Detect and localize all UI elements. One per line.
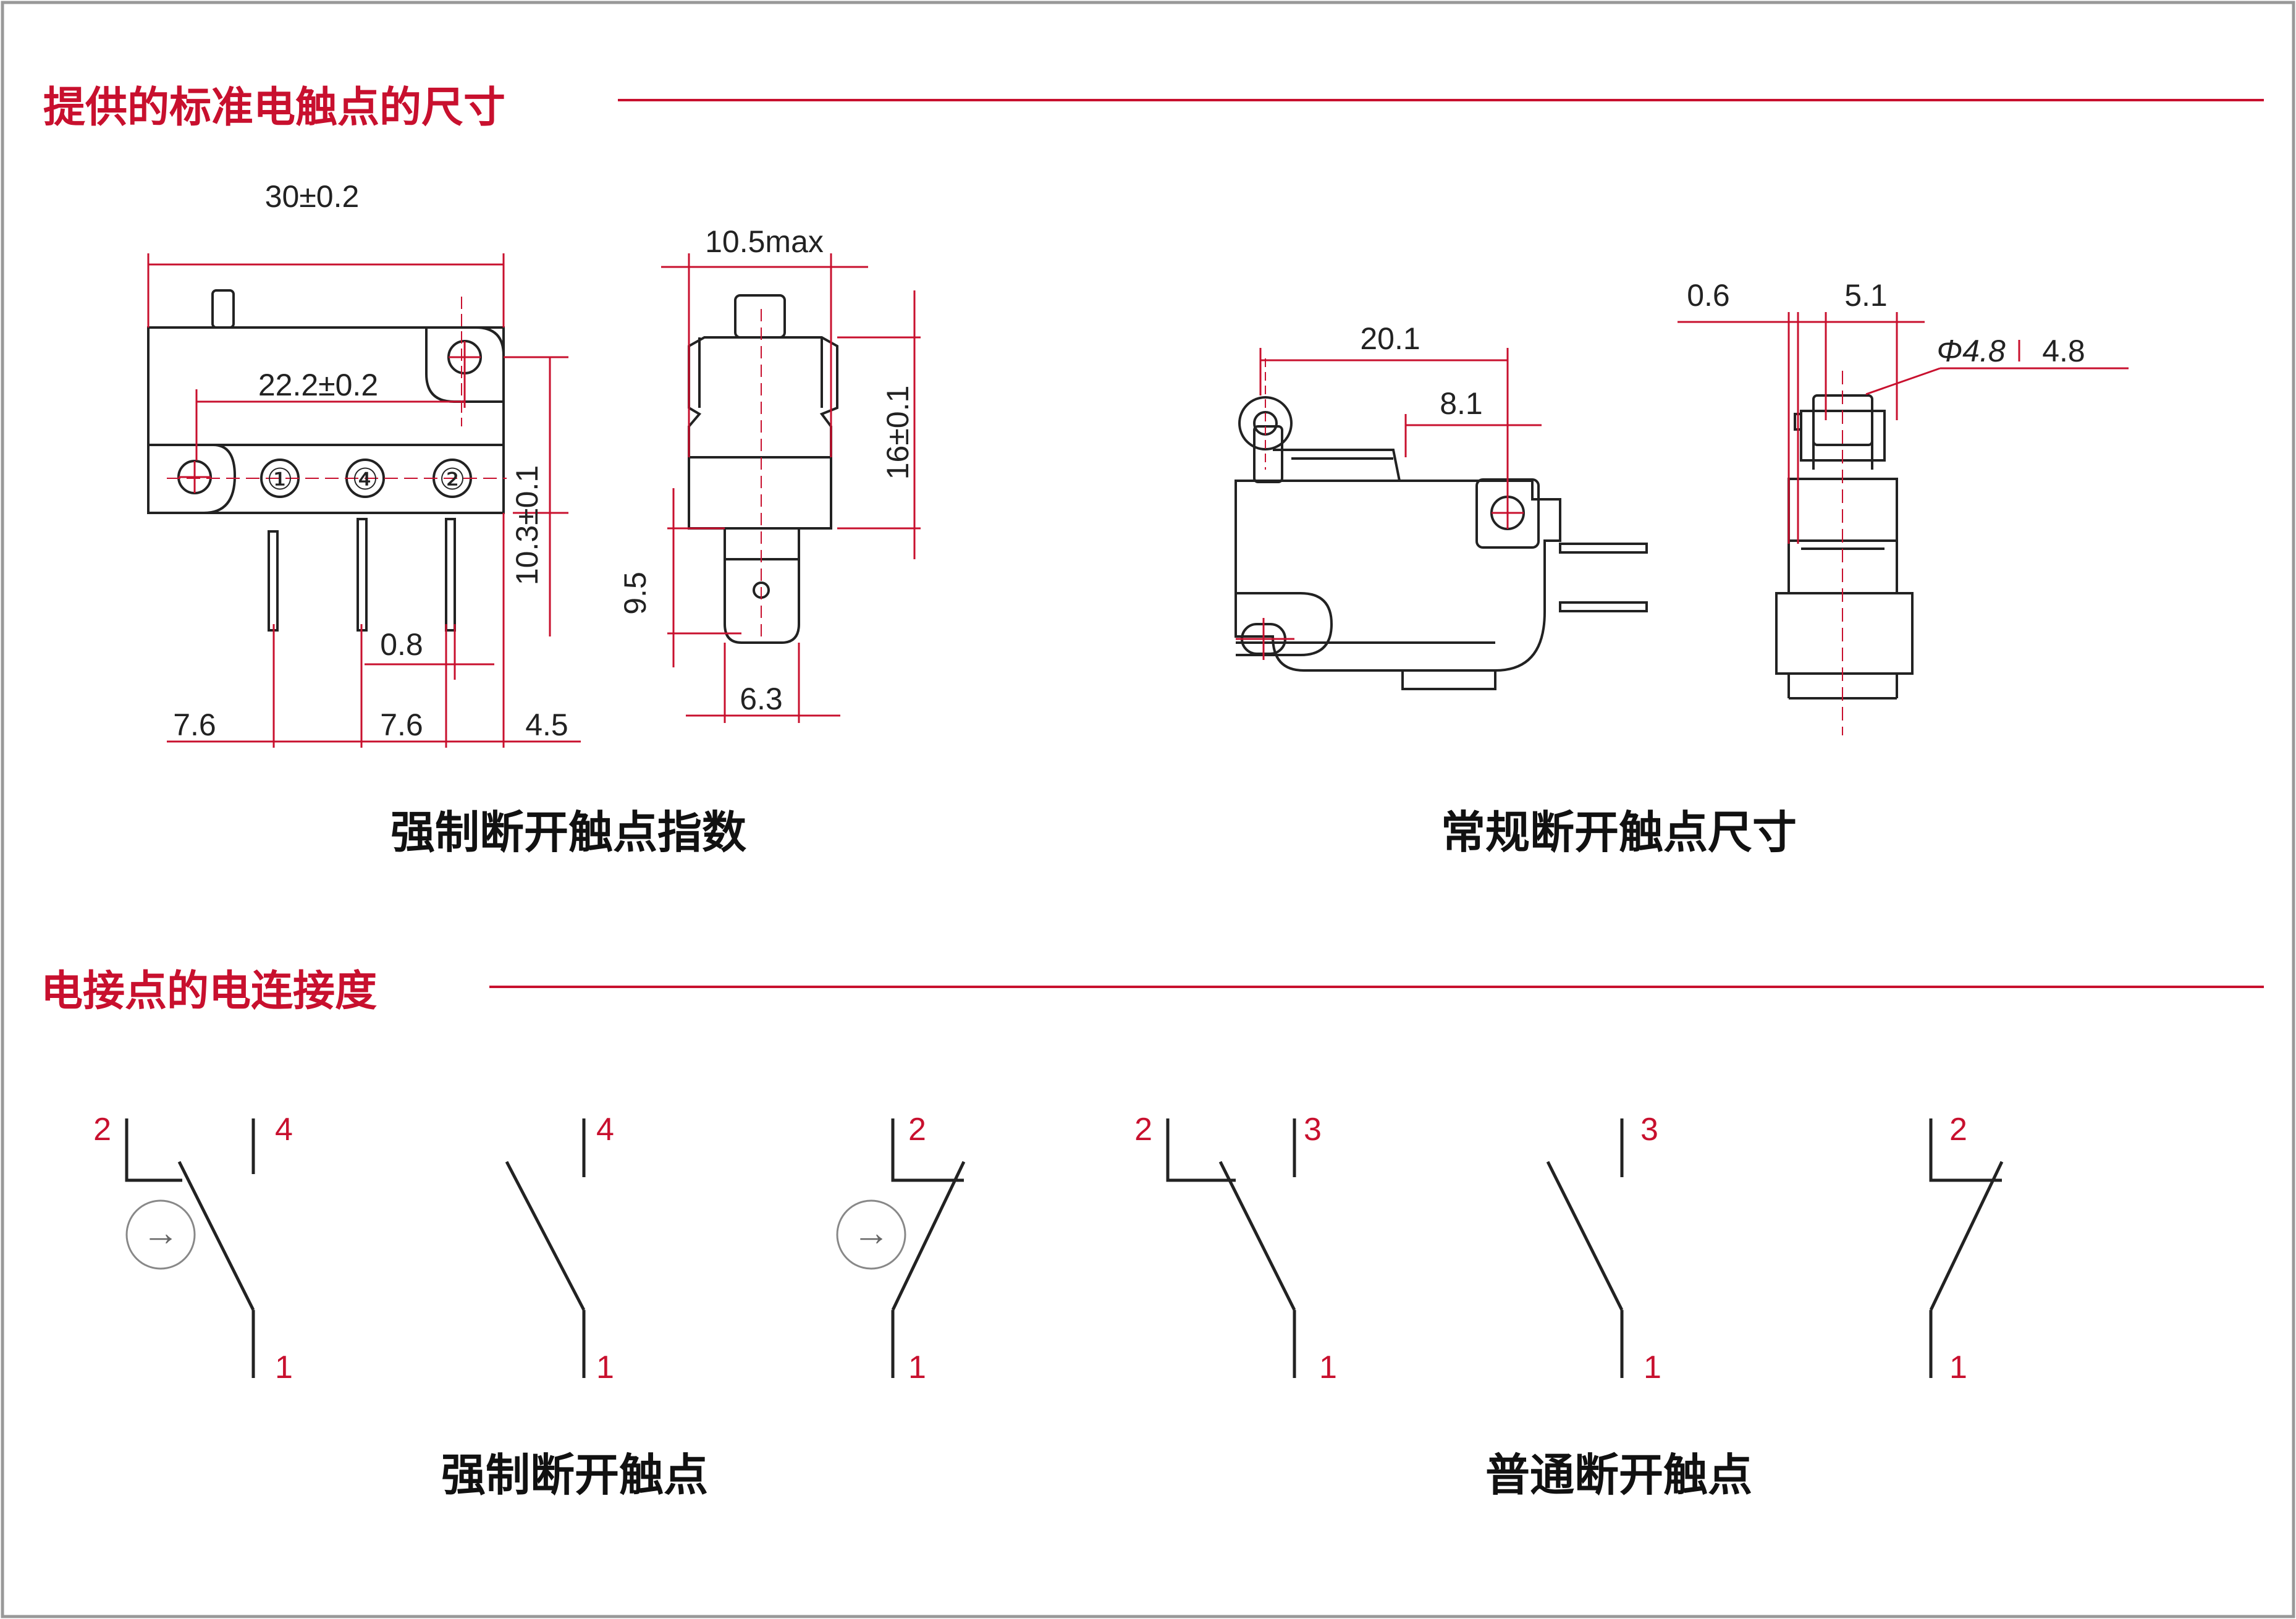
schematic-1-labels: 2 4 1 →: [93, 1112, 293, 1385]
roller-offset-label: 5.1: [1844, 278, 1888, 313]
schematic-4-top-right: 3: [1304, 1112, 1322, 1148]
pitch-left-label: 7.6: [173, 708, 216, 742]
drawing-3-dimension-lines: [1259, 348, 1542, 497]
drawing-4-labels: 0.6 5.1 Φ4.8 4.8: [1687, 278, 2085, 368]
schematic-2-bottom: 1: [596, 1350, 614, 1385]
drawing-3-labels: 20.1 8.1: [1360, 321, 1482, 421]
dimensions-section-title: 提供的标准电触点的尺寸: [43, 83, 506, 132]
schematic-1-forced-symbol: →: [142, 1212, 179, 1253]
max-width-label: 10.5max: [705, 224, 824, 259]
terminal-length-label: 9.5: [618, 572, 652, 615]
schematic-1-bottom: 1: [275, 1350, 293, 1385]
drawing-4-dimension-lines: [1678, 312, 2129, 544]
drawing-1-labels: 30±0.2 22.2±0.2 ① ④ ② 10.3±0.1 0.8 7.6 7…: [173, 179, 568, 742]
schematic-3-bottom: 1: [908, 1350, 926, 1385]
schematic-5: [1546, 1118, 1624, 1378]
hole-offset-label: 8.1: [1440, 386, 1483, 421]
overall-width-label: 30±0.2: [265, 179, 360, 214]
schematic-6-bottom: 1: [1949, 1350, 1967, 1385]
schematic-6-top-right: 2: [1949, 1112, 1967, 1148]
schematic-6: [1929, 1118, 2004, 1378]
side-height-label: 16±0.1: [880, 386, 915, 480]
schematic-1-top-left: 2: [93, 1112, 111, 1148]
schematic-1-top-right: 4: [275, 1112, 293, 1148]
normal-contact-caption: 普通断开触点: [1485, 1448, 1752, 1501]
schematic-3-forced-symbol: →: [853, 1212, 890, 1253]
schematic-2: [505, 1118, 586, 1378]
roller-diameter-label: Φ4.8: [1936, 334, 2006, 368]
schematic-3-labels: 2 1 →: [853, 1112, 926, 1385]
terminal-label-4: ④: [352, 463, 378, 496]
drawing-1-dimension-lines: [147, 253, 581, 748]
schematic-5-top-right: 3: [1640, 1112, 1658, 1148]
drawing-2-side-view: [688, 294, 838, 644]
hole-spacing-label: 22.2±0.2: [258, 368, 378, 402]
terminal-label-1: ①: [266, 463, 293, 496]
schematic-2-labels: 4 1: [596, 1112, 614, 1385]
schematic-2-top-right: 4: [596, 1112, 614, 1148]
schematic-4-top-left: 2: [1134, 1112, 1152, 1148]
schematic-6-labels: 2 1: [1949, 1112, 1967, 1385]
schematic-5-labels: 3 1: [1640, 1112, 1661, 1385]
connection-section-title: 电接点的电连接度: [41, 966, 378, 1016]
drawing-3-lever-view: [1235, 358, 1648, 690]
left-offset-label: 0.6: [1687, 278, 1730, 313]
height-label: 10.3±0.1: [510, 465, 544, 585]
drawing-4-side-view: [1775, 371, 1914, 735]
drawing-2-dimension-lines: [661, 253, 921, 723]
forced-dimensions-caption: 强制断开触点指数: [390, 806, 746, 858]
normal-dimensions-caption: 常规断开触点尺寸: [1440, 806, 1797, 858]
right-offset-label: 4.5: [525, 708, 568, 742]
schematic-5-bottom: 1: [1644, 1350, 1661, 1385]
pitch-mid-label: 7.6: [380, 708, 423, 742]
schematic-1: [125, 1118, 255, 1378]
terminal-width-label-side: 6.3: [740, 682, 783, 716]
drawing-1-front-view: [147, 289, 507, 632]
forced-contact-caption: 强制断开触点: [441, 1448, 708, 1501]
schematic-4: [1166, 1118, 1296, 1378]
schematic-4-labels: 2 3 1: [1134, 1112, 1337, 1385]
terminal-label-2: ②: [439, 463, 465, 496]
terminal-width-label: 0.8: [380, 627, 423, 662]
schematic-4-bottom: 1: [1319, 1350, 1337, 1385]
schematic-3: [836, 1118, 966, 1378]
lever-span-label: 20.1: [1360, 321, 1420, 356]
roller-width-label: 4.8: [2042, 334, 2085, 368]
drawing-2-labels: 10.5max 16±0.1 9.5 6.3: [618, 224, 915, 716]
schematic-3-top-right: 2: [908, 1112, 926, 1148]
